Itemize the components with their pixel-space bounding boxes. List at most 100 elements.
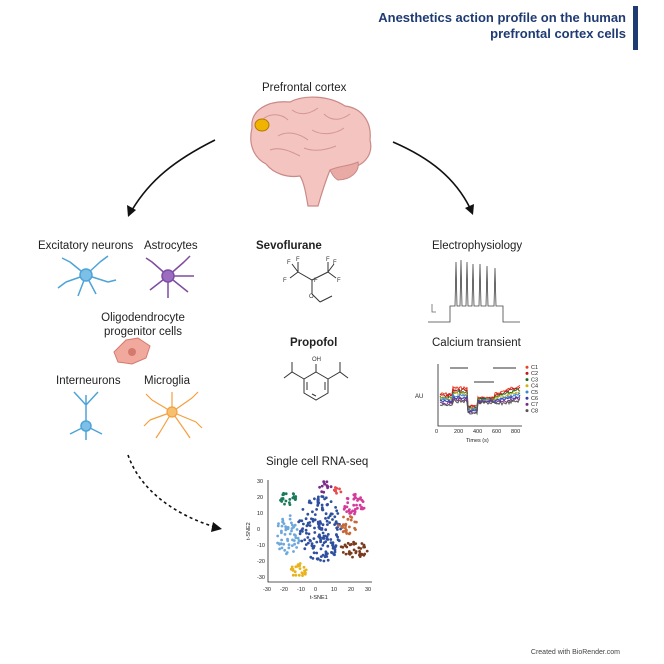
tsne-point xyxy=(310,544,314,548)
tsne-point xyxy=(323,482,326,486)
tsne-point xyxy=(292,550,295,553)
tsne-point xyxy=(298,564,301,568)
tsne-point xyxy=(349,518,353,522)
tsne-xtick: 30 xyxy=(365,587,371,593)
opc-label: Oligodendrocyte progenitor cells xyxy=(88,311,198,339)
tsne-point xyxy=(361,507,365,511)
tsne-point xyxy=(303,572,307,576)
tsne-point xyxy=(318,520,322,523)
calcium-legend-label: C8 xyxy=(531,408,538,414)
tsne-point xyxy=(287,546,291,550)
tsne-point xyxy=(363,552,367,556)
tsne-point xyxy=(300,539,304,543)
calcium-legend-label: C2 xyxy=(531,371,538,377)
tsne-point xyxy=(335,491,338,495)
interneuron-icon xyxy=(69,391,103,440)
tsne-ytick: 10 xyxy=(257,511,263,517)
tsne-point xyxy=(311,510,314,514)
tsne-point xyxy=(352,542,356,546)
tsne-point xyxy=(288,517,292,521)
excitatory-neuron-icon xyxy=(57,255,117,297)
tsne-point xyxy=(313,513,317,516)
calcium-legend-marker xyxy=(525,396,529,400)
tsne-point xyxy=(324,496,328,500)
tsne-point xyxy=(304,517,308,521)
tsne-point xyxy=(288,498,292,501)
tsne-point xyxy=(336,512,340,515)
microglia-label: Microglia xyxy=(144,375,191,387)
tsne-point xyxy=(282,542,286,546)
tsne-xtick: 20 xyxy=(348,587,354,593)
tsne-point xyxy=(283,548,287,552)
tsne-point xyxy=(341,551,345,554)
interneurons-label: Interneurons xyxy=(56,375,121,387)
tsne-point xyxy=(328,514,332,518)
tsne-point xyxy=(345,528,348,532)
tsne-point xyxy=(326,533,330,536)
tsne-point xyxy=(334,520,338,524)
tsne-point xyxy=(294,565,298,569)
tsne-point xyxy=(335,509,339,513)
calcium-legend-marker xyxy=(525,371,529,375)
tsne-point xyxy=(313,526,316,530)
tsne-point xyxy=(337,539,341,543)
tsne-point xyxy=(290,521,293,525)
title-line-1: Anesthetics action profile on the human xyxy=(378,10,626,25)
tsne-point xyxy=(343,505,347,508)
tsne-point xyxy=(298,532,302,536)
tsne-point xyxy=(335,533,338,536)
tsne-point xyxy=(309,539,312,543)
tsne-point xyxy=(320,503,324,507)
tsne-point xyxy=(322,559,326,563)
opc-label-line-1: Oligodendrocyte xyxy=(101,312,185,324)
tsne-point xyxy=(315,508,318,511)
tsne-point xyxy=(324,517,327,520)
tsne-point xyxy=(320,484,324,488)
tsne-point xyxy=(290,527,294,530)
tsne-point xyxy=(344,552,348,556)
tsne-point xyxy=(291,573,295,577)
astrocytes-label: Astrocytes xyxy=(144,240,198,252)
calcium-xtick: 200 xyxy=(454,429,463,435)
tsne-point xyxy=(346,517,350,521)
tsne-point xyxy=(315,551,319,555)
tsne-point xyxy=(290,529,293,533)
tsne-point xyxy=(341,526,344,529)
tsne-point xyxy=(320,495,324,498)
tsne-ylabel: t-SNE2 xyxy=(246,522,252,540)
tsne-point xyxy=(335,487,339,490)
tsne-xtick: 0 xyxy=(314,587,317,593)
tsne-point xyxy=(308,521,312,524)
tsne-point xyxy=(321,523,325,527)
tsne-point xyxy=(296,541,300,545)
prefrontal-cortex-label: Prefrontal cortex xyxy=(262,82,347,94)
tsne-point xyxy=(284,499,288,503)
arrowhead-dotted xyxy=(211,522,222,532)
tsne-point xyxy=(360,542,364,545)
tsne-point xyxy=(329,485,333,489)
tsne-point xyxy=(290,565,294,569)
rnaseq-label: Single cell RNA-seq xyxy=(266,456,369,468)
tsne-point xyxy=(291,567,295,571)
tsne-point xyxy=(284,492,288,496)
tsne-point xyxy=(312,537,316,540)
calcium-transient-label: Calcium transient xyxy=(432,337,521,349)
calcium-trace-3 xyxy=(439,388,521,411)
tsne-point xyxy=(325,537,329,541)
tsne-point xyxy=(293,542,296,546)
tsne-point xyxy=(324,528,328,532)
tsne-point xyxy=(306,523,310,527)
tsne-point xyxy=(297,539,301,543)
tsne-point xyxy=(319,558,322,562)
excitatory-neurons-label: Excitatory neurons xyxy=(38,240,134,252)
tsne-point xyxy=(302,565,306,569)
tsne-point xyxy=(301,530,304,533)
title-line-2: prefrontal cortex cells xyxy=(490,26,626,41)
tsne-point xyxy=(313,518,317,522)
tsne-point xyxy=(295,546,298,549)
tsne-point xyxy=(316,557,320,560)
tsne-point xyxy=(330,551,334,555)
calcium-legend-label: C6 xyxy=(531,396,538,402)
